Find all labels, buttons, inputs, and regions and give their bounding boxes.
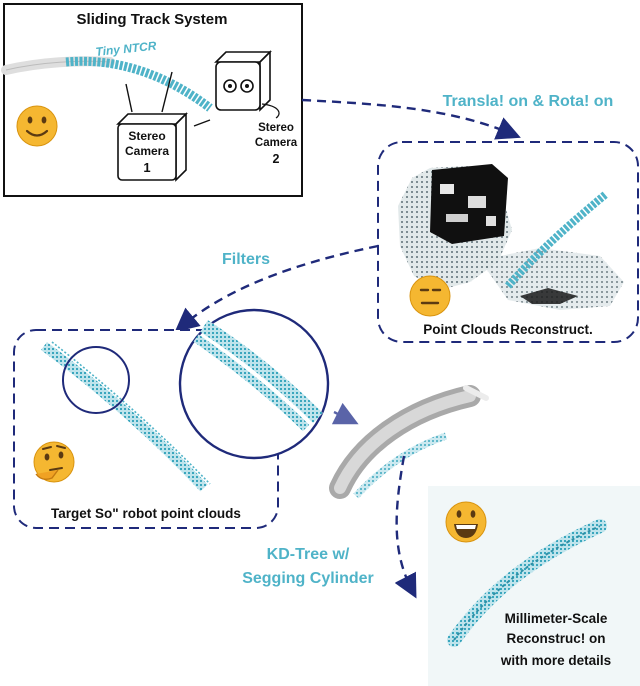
filters-arrow: Filters (174, 244, 379, 333)
kdtree-label-line2: Segging Cylinder (242, 570, 374, 587)
result-caption-line2: Reconstruc! on (506, 631, 605, 646)
camera2-label-line2: Camera (255, 137, 298, 149)
camera1-label-line3: 1 (143, 160, 150, 175)
target-robot-caption: Target So" robot point clouds (51, 506, 241, 521)
target-robot-panel: Target So" robot point clouds (13, 308, 330, 529)
camera2-label-line1: Stereo (258, 122, 294, 134)
kdtree-label-line1: KD-Tree w/ (267, 546, 350, 563)
point-clouds-caption: Point Clouds Reconstruct. (423, 322, 593, 337)
camera1-label-line2: Camera (125, 144, 169, 158)
filters-label: Filters (222, 251, 270, 268)
translation-rotation-label: Transla! on & Rota! on (443, 93, 614, 110)
result-caption-line3: with more details (500, 653, 611, 668)
zoom-circle-small (62, 346, 130, 414)
tiny-ntcr-robot (65, 56, 213, 112)
sliding-track-panel: Sliding Track System Tiny NTCR Stereo Ca… (1, 3, 303, 197)
zoomed-robot-cloud (200, 320, 323, 423)
result-caption-line1: Millimeter-Scale (505, 611, 608, 626)
camera2-label-line3: 2 (273, 152, 280, 166)
thinking-face-icon (33, 441, 75, 483)
sliding-track-title: Sliding Track System (77, 11, 228, 28)
camera1-label-line1: Stereo (128, 129, 165, 143)
segging-cylinder (329, 385, 489, 499)
to-cylinder-arrow (331, 402, 359, 425)
stereo-camera-2: Stereo Camera 2 (214, 50, 298, 166)
target-robot-cloud (41, 341, 208, 492)
neutral-face-icon (409, 275, 451, 317)
robot-label: Tiny NTCR (95, 39, 158, 59)
point-cloud-robot (505, 190, 609, 289)
stereo-camera-1: Stereo Camera 1 (116, 112, 188, 182)
kdtree-arrow: KD-Tree w/ Segging Cylinder (242, 455, 417, 599)
result-panel: Millimeter-Scale Reconstruc! on with mor… (428, 486, 640, 686)
smiling-face-icon (16, 105, 58, 147)
point-clouds-panel: Point Clouds Reconstruct. (377, 141, 639, 343)
grinning-face-icon (445, 501, 487, 543)
translation-rotation-arrow: Transla! on & Rota! on (301, 93, 614, 140)
